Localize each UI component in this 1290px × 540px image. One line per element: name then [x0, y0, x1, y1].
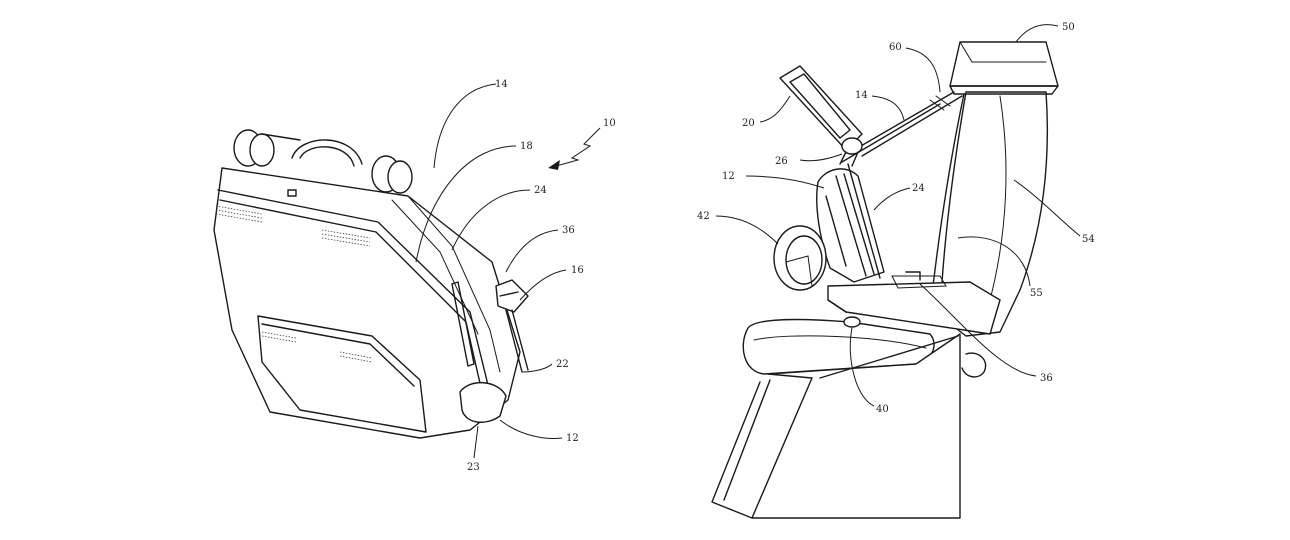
top-edge-band-inner — [219, 199, 483, 393]
seat-shell — [939, 91, 1049, 337]
bottom-foot — [459, 382, 507, 423]
tray-table — [827, 271, 1001, 335]
ref-label-55: 55 — [1030, 288, 1043, 299]
ref-label-22: 22 — [556, 359, 569, 370]
ref-label-14: 14 — [495, 79, 508, 90]
ref-label-40: 40 — [876, 404, 889, 415]
headrest-roller-left — [233, 129, 301, 167]
ref-label-14: 14 — [855, 90, 868, 101]
ref-label-10: 10 — [603, 118, 616, 129]
ref-label-50: 50 — [1062, 22, 1075, 33]
ref-label-24: 24 — [534, 185, 547, 196]
figure-right-assembly: 50 60 14 20 26 12 24 42 54 55 36 40 — [697, 22, 1095, 519]
ref-label-60: 60 — [889, 42, 902, 53]
top-edge-band — [217, 189, 489, 386]
hinge — [839, 137, 863, 167]
latch — [287, 189, 297, 197]
seat-base — [751, 333, 961, 519]
seat-cushion — [742, 318, 935, 375]
ref-label-26: 26 — [775, 156, 788, 167]
ref-label-36: 36 — [1040, 373, 1053, 384]
ref-label-20: 20 — [742, 118, 755, 129]
ref-label-12: 12 — [722, 171, 735, 182]
ref-label-18: 18 — [520, 141, 533, 152]
ref-label-42: 42 — [697, 211, 710, 222]
ref-label-54: 54 — [1082, 234, 1095, 245]
arm-unit — [495, 279, 529, 373]
ref-label-16: 16 — [571, 265, 584, 276]
base-foot — [843, 316, 861, 328]
ref-label-12: 12 — [566, 433, 579, 444]
headrest-loop — [291, 139, 363, 165]
ref-label-36: 36 — [562, 225, 575, 236]
ref-label-24: 24 — [912, 183, 925, 194]
column — [853, 91, 955, 151]
figure-left-assembly: 10 14 18 24 36 16 22 12 23 — [213, 79, 616, 473]
side-slot — [451, 281, 475, 367]
tray-panel — [257, 315, 427, 433]
headrest-roller-right — [371, 155, 413, 194]
display-screen — [779, 65, 863, 151]
head-unit — [949, 41, 1059, 95]
ring-handle — [773, 225, 827, 291]
ref-label-23: 23 — [467, 462, 480, 473]
seat-back — [816, 163, 885, 283]
